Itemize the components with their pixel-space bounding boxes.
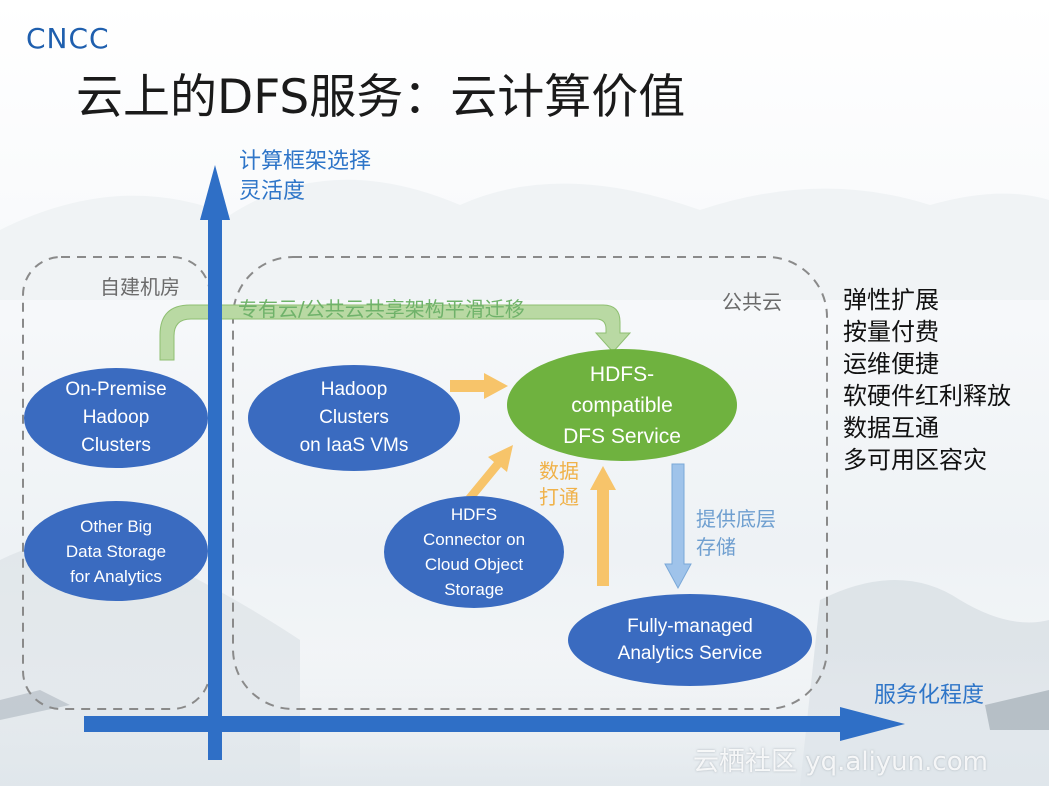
- benefits-list: 弹性扩展 按量付费 运维便捷 软硬件红利释放 数据互通 多可用区容灾: [843, 284, 1011, 476]
- data-link-label-line2: 打通: [539, 485, 579, 509]
- watermark: 云栖社区 yq.aliyun.com: [693, 747, 988, 777]
- storage-label-line2: 存储: [696, 535, 736, 559]
- node-analytics-service: [568, 594, 812, 686]
- benefit-item: 数据互通: [843, 414, 939, 442]
- analytics-to-dfs-arrow: [590, 466, 616, 586]
- public-cloud-group-box: [232, 256, 828, 710]
- iaas-to-dfs-arrow: [450, 373, 508, 399]
- benefit-item: 多可用区容灾: [843, 446, 987, 474]
- x-axis-label: 服务化程度: [874, 683, 985, 708]
- node-hdfs-connector: [384, 496, 564, 608]
- node-hadoop-iaas: [248, 365, 460, 471]
- benefit-item: 弹性扩展: [843, 286, 939, 314]
- node-other-big-data: [24, 501, 208, 601]
- y-axis-label-line1: 计算框架选择: [239, 149, 372, 174]
- dfs-to-analytics-arrow: [664, 463, 692, 590]
- migration-arrow: [159, 304, 632, 361]
- benefit-item: 按量付费: [843, 318, 939, 346]
- migration-label: 专有云/公共云共享架构平滑迁移: [238, 297, 525, 321]
- node-hdfs-dfs-service: [507, 349, 737, 461]
- page-title: 云上的DFS服务：云计算价值: [76, 70, 686, 125]
- x-axis-arrow: [84, 707, 905, 741]
- benefit-item: 软硬件红利释放: [843, 382, 1011, 410]
- benefit-item: 运维便捷: [843, 350, 939, 378]
- data-link-label-line1: 数据: [539, 459, 579, 483]
- on-prem-group-label: 自建机房: [100, 275, 180, 299]
- node-on-premise-hadoop: [24, 368, 208, 468]
- y-axis-arrow: [200, 165, 230, 760]
- storage-label-line1: 提供底层: [696, 507, 776, 531]
- y-axis-label-line2: 灵活度: [239, 179, 306, 204]
- cncc-logo: CNCC: [26, 22, 110, 55]
- public-cloud-group-label: 公共云: [722, 290, 782, 314]
- connector-to-dfs-arrow: [466, 445, 513, 501]
